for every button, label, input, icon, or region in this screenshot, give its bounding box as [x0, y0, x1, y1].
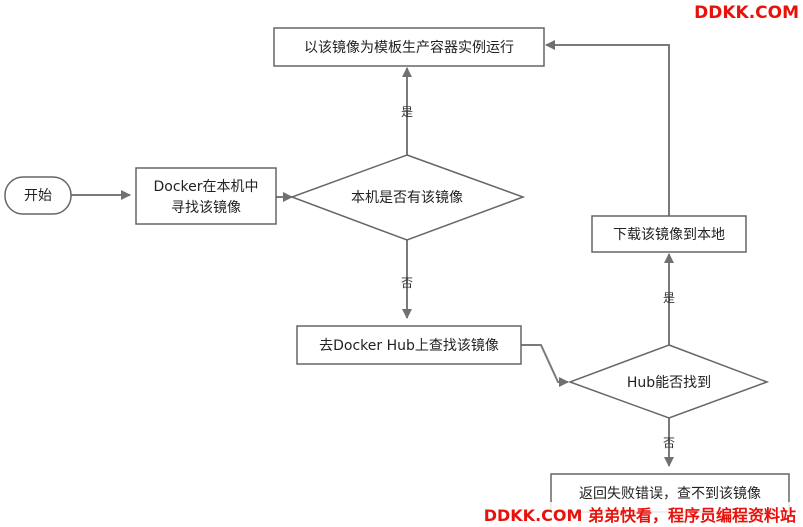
search-hub-box [296, 325, 522, 365]
node-start: 开始 [4, 176, 72, 215]
edge-label-no-local: 否 [401, 276, 413, 290]
edge-label-yes-local: 是 [401, 105, 413, 119]
edge-hub-to-hubdecision [521, 344, 569, 387]
watermark-bottom: DDKK.COM 弟弟快看，程序员编程资料站 [481, 502, 798, 526]
run-container-box [273, 27, 545, 67]
return-error-label: 返回失败错误，查不到该镜像 [579, 486, 761, 502]
run-container-label: 以该镜像为模板生产容器实例运行 [304, 39, 514, 56]
node-search-local: Docker在本机中 寻找该镜像 [135, 167, 277, 225]
node-hub-found-decision: Hub能否找到 [567, 344, 770, 419]
node-search-hub: 去Docker Hub上查找该镜像 [296, 325, 522, 365]
start-terminal [4, 176, 72, 215]
edge-label-yes-hub: 是 [663, 291, 675, 305]
edge-download-to-run [545, 40, 670, 216]
hub-found-diamond [567, 344, 770, 419]
edge-label-no-hub: 否 [663, 436, 675, 450]
search-local-box [135, 167, 277, 225]
search-local-label-line2: 寻找该镜像 [171, 200, 241, 216]
has-image-label: 本机是否有该镜像 [351, 190, 463, 206]
watermark-top: DDKK.COM [694, 3, 799, 23]
search-local-label-line1: Docker在本机中 [153, 179, 258, 195]
search-hub-label: 去Docker Hub上查找该镜像 [319, 338, 499, 354]
edges [71, 40, 674, 467]
node-has-image-decision: 本机是否有该镜像 [289, 154, 526, 241]
node-run-container: 以该镜像为模板生产容器实例运行 [273, 27, 545, 67]
node-download: 下载该镜像到本地 [591, 215, 747, 253]
download-label: 下载该镜像到本地 [613, 227, 725, 243]
download-box [591, 215, 747, 253]
hub-found-label: Hub能否找到 [627, 375, 711, 391]
start-label: 开始 [24, 188, 52, 204]
has-image-diamond [289, 154, 526, 241]
